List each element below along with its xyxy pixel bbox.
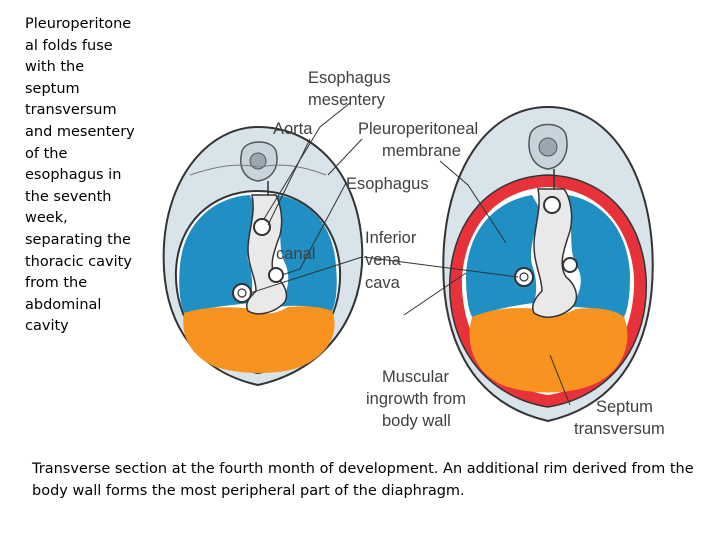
left-pleural-cavity-left: [179, 195, 258, 313]
right-esophagus: [562, 257, 578, 273]
label-esophagus: Esophagus: [346, 175, 429, 193]
label-muscular-2: ingrowth from: [366, 390, 466, 408]
label-pleuroperitoneal-2: membrane: [382, 142, 461, 160]
side-description: Pleuroperitone al folds fuse with the se…: [25, 16, 135, 335]
label-cava: cava: [365, 274, 401, 292]
left-section: [162, 125, 364, 387]
labels: Esophagus mesentery Aorta Pleuroperitone…: [273, 69, 665, 438]
label-pleuroperitoneal-1: Pleuroperitoneal: [358, 120, 478, 138]
diagram-svg: Esophagus mesentery Aorta Pleuroperitone…: [162, 69, 665, 438]
label-aorta: Aorta: [273, 120, 313, 138]
right-mesentery: [531, 188, 578, 318]
label-inferior: Inferior: [365, 229, 417, 247]
diaphragm-diagram: Esophagus mesentery Aorta Pleuroperitone…: [150, 55, 690, 445]
figure-caption: Transverse section at the fourth month o…: [32, 461, 694, 499]
left-pleural-cavity-right: [278, 195, 337, 311]
right-pleural-cavity-right: [568, 195, 630, 317]
left-aorta: [253, 218, 271, 236]
label-esophagus-mesentery-2: mesentery: [308, 91, 386, 109]
leader-lines: [249, 102, 571, 406]
left-esophagus: [268, 267, 284, 283]
label-canal: canal: [276, 245, 315, 263]
label-septum-2: transversum: [574, 420, 665, 438]
label-esophagus-mesentery-1: Esophagus: [308, 69, 391, 87]
right-septum-transversum: [469, 307, 628, 393]
label-vena: vena: [365, 251, 402, 269]
right-section: [442, 105, 654, 423]
left-septum-transversum: [183, 306, 335, 373]
label-muscular-1: Muscular: [382, 368, 449, 386]
label-septum-1: Septum: [596, 398, 653, 416]
label-muscular-3: body wall: [382, 412, 451, 430]
right-aorta: [543, 196, 561, 214]
